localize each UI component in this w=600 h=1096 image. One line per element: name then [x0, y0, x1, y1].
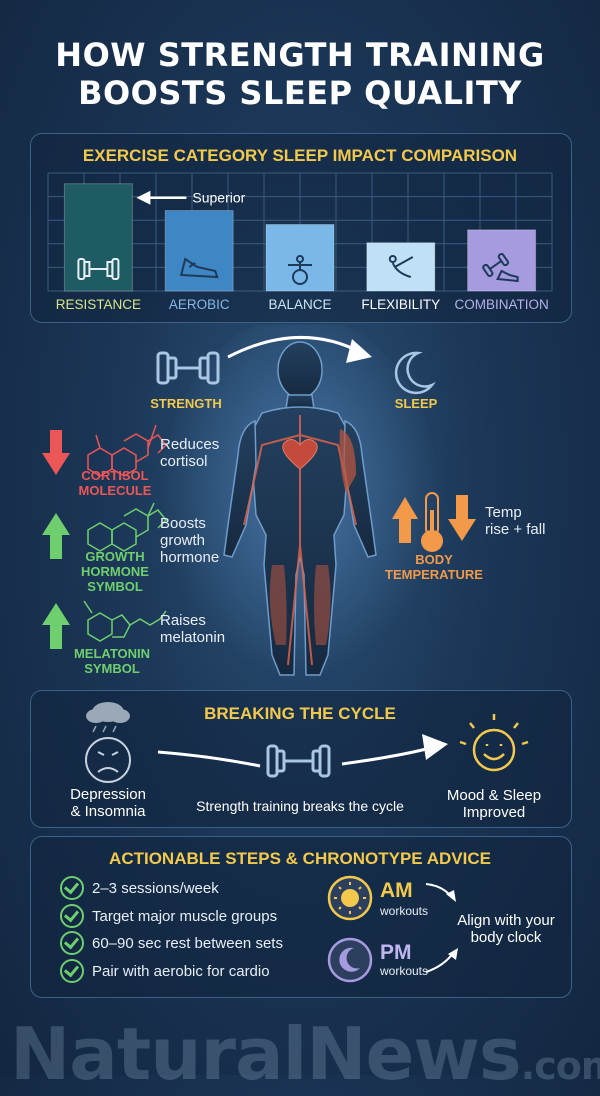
sun-icon [327, 875, 373, 921]
cycle-dumbbell-icon [266, 744, 331, 778]
rain-cloud-icon [86, 702, 130, 733]
body-diagram [42, 325, 476, 690]
bar-balance [265, 223, 335, 292]
steps-title: ACTIONABLE STEPS & CHRONOTYPE ADVICE [109, 849, 491, 868]
step-item: Pair with aerobic for cardio [60, 959, 270, 984]
title-line-2: BOOSTS SLEEP QUALITY [78, 74, 522, 112]
brand-name: NaturalNews [10, 1012, 522, 1096]
melatonin-arrow-up-icon [42, 603, 70, 649]
bar-chart: RESISTANCE AEROBIC BALANCE FLEXIBILITY COMBI… [47, 172, 553, 312]
cycle-diagram [85, 702, 529, 783]
vascular-system [243, 415, 357, 666]
temp-arrow-down-icon [448, 495, 476, 541]
moon-stars-icon [327, 937, 373, 983]
strength-label: STRENGTH [150, 396, 222, 411]
melatonin-label: MELATONIN SYMBOL [73, 646, 151, 676]
brand-watermark: NaturalNews.com [10, 1012, 600, 1096]
sleep-label: SLEEP [394, 396, 438, 411]
step-item: 60–90 sec rest between sets [60, 931, 283, 956]
cortisol-molecule-icon [87, 424, 168, 477]
steps-panel [30, 836, 572, 998]
check-icon [60, 876, 84, 900]
growth-hormone-effect: Boosts growth hormone [160, 515, 220, 566]
cycle-arrow-right [341, 746, 431, 766]
sad-face-icon [85, 737, 131, 783]
cycle-left-text: Depression & Insomnia [70, 786, 146, 820]
arc-arrow [227, 335, 363, 359]
am-sub: workouts [380, 904, 429, 918]
am-label: AM [380, 879, 413, 902]
muscle-arm-right [339, 429, 356, 493]
growth-arrow-up-icon [42, 513, 70, 559]
cycle-middle-text: Strength training breaks the cycle [196, 798, 404, 814]
tick-label: RESISTANCE [56, 297, 141, 312]
muscle-leg-left [269, 565, 287, 645]
cortisol-label: CORTISOL MOLECULE [78, 468, 152, 498]
bar-resistance [63, 183, 133, 292]
page-title: HOW STRENGTH TRAINING BOOSTS SLEEP QUALI… [0, 36, 600, 112]
body-temperature-label: BODY TEMPERATURE [385, 552, 483, 582]
cortisol-arrow-down-icon [42, 430, 70, 475]
heart-icon [282, 439, 318, 470]
melatonin-effect: Raises melatonin [160, 612, 226, 646]
moon-icon [394, 351, 436, 395]
happy-sun-face-icon [459, 714, 529, 772]
annotation-label: Superior [192, 190, 245, 206]
bar-flexibility [366, 242, 436, 292]
tick-label: BALANCE [268, 297, 331, 312]
check-icon [60, 959, 84, 983]
align-text: Align with your body clock [457, 912, 555, 946]
dumbbell-icon [156, 351, 220, 385]
balance-ball-icon [288, 255, 312, 285]
check-icon [60, 931, 84, 955]
cycle-arrow-left [157, 750, 261, 768]
pm-label: PM [380, 941, 412, 964]
pm-sub: workouts [380, 964, 429, 978]
thermometer-icon [421, 492, 443, 552]
cycle-right-text: Mood & Sleep Improved [446, 787, 542, 821]
step-item: Target major muscle groups [60, 904, 277, 929]
step-item: 2–3 sessions/week [60, 876, 219, 901]
brand-suffix: .com [520, 1044, 600, 1088]
growth-hormone-molecule-icon [87, 502, 168, 552]
check-icon [60, 904, 84, 928]
cortisol-effect: Reduces cortisol [160, 436, 220, 470]
stretching-icon [388, 255, 414, 278]
growth-hormone-label: GROWTH HORMONE SYMBOL [81, 549, 149, 594]
chart-title: EXERCISE CATEGORY SLEEP IMPACT COMPARISO… [82, 146, 518, 165]
melatonin-molecule-icon [83, 600, 167, 642]
title-line-1: HOW STRENGTH TRAINING [55, 36, 545, 74]
cycle-title: BREAKING THE CYCLE [204, 704, 396, 723]
body-temperature-effect: Temp rise + fall [485, 504, 546, 538]
tick-label: FLEXIBILITY [361, 297, 440, 312]
bar-aerobic [164, 210, 234, 292]
dumbbell-icon [77, 258, 120, 280]
am-arrow [425, 883, 453, 899]
muscle-leg-right [314, 565, 331, 645]
annotation-arrowhead [136, 190, 151, 205]
chronotype-icons [327, 875, 458, 983]
sneaker-icon [179, 257, 219, 279]
temp-arrow-up-icon [392, 497, 418, 543]
tick-label: AEROBIC [169, 297, 230, 312]
combination-icon [482, 252, 519, 283]
tick-label: COMBINATION [454, 297, 548, 312]
